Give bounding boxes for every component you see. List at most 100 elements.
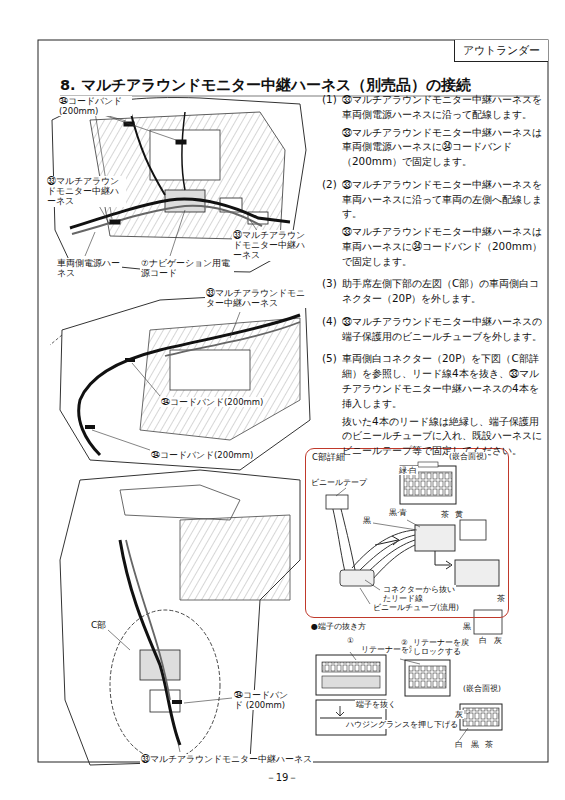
header-box: アウトランダー: [454, 40, 548, 62]
drawing-line: [400, 659, 420, 664]
drawing-path: [120, 485, 240, 520]
wire-color: 黄: [454, 510, 464, 519]
step-body: ㉝マルチアラウンドモニター中継ハーネスの端子保護用のビニールチューブを外します。: [342, 314, 544, 347]
step-text: 抜いた4本のリード線は絶縁し、端子保護用のビニールチューブに入れ、既設ハーネスに…: [342, 414, 544, 458]
step-row: (1)㉝マルチアラウンドモニター中継ハーネスを車両側電源ハーネスに沿って配線しま…: [322, 92, 544, 172]
drawing-rect: [322, 676, 380, 688]
step-number: (1): [322, 92, 342, 172]
drawing-g: [336, 468, 420, 604]
drawing-rect: [474, 610, 502, 634]
drawing-line: [108, 630, 130, 650]
step-text: ㉝マルチアラウンドモニター中継ハーネスを車両ハーネスに沿って車両の左側へ配線しま…: [342, 177, 544, 221]
drawing-g: [85, 358, 135, 429]
drawing-g: [108, 630, 232, 752]
page-title: 8. マルチアラウンドモニター中継ハーネス（別売品）の接続: [60, 76, 471, 95]
callout-number: ②: [400, 638, 409, 647]
drawing-path: [332, 505, 345, 572]
part-label: ビニールチューブ(流用): [372, 603, 460, 612]
drawing-path: [435, 551, 450, 565]
drawing-path: [372, 545, 415, 580]
step-note: リテーナーを戻しロックする: [412, 638, 472, 656]
drawing-path: [336, 706, 344, 716]
drawing-rect: [326, 495, 348, 509]
drawing-rect: [150, 130, 220, 180]
part-label: ⑦ナビゲーション用電源コード: [140, 258, 234, 278]
drawing-line: [178, 743, 180, 752]
step-number: (3): [322, 276, 342, 309]
part-label: ㉝マルチアラウンドモニター中継ハーネス: [46, 176, 126, 207]
wire-color: 黒: [362, 516, 372, 525]
drawing-g: [92, 312, 240, 450]
wire-color: 黒·青: [388, 508, 408, 517]
drawing-line: [350, 652, 356, 660]
region-label: C部: [90, 620, 107, 631]
part-label: ビニールテープ: [310, 478, 368, 487]
drawing-rect: [125, 358, 135, 362]
drawing-rect: [316, 655, 386, 695]
step-text: 助手席左側下部の左図（C部）の車両側白コネクター（20P）を外します。: [342, 276, 544, 306]
wire-color: 黒: [462, 622, 472, 631]
instruction-column: (1)㉝マルチアラウンドモニター中継ハーネスを車両側電源ハーネスに沿って配線しま…: [322, 92, 544, 466]
drawing-rect: [38, 40, 548, 762]
step-note: 端子を抜く: [355, 700, 397, 709]
drawing-rect: [460, 704, 502, 730]
step-body: ㉝マルチアラウンドモニター中継ハーネスを車両側電源ハーネスに沿って配線します。㉝…: [342, 92, 544, 172]
drawing-rect: [455, 560, 499, 586]
step-number: (5): [322, 351, 342, 460]
drawing-line: [407, 520, 420, 527]
drawing-path: [180, 515, 290, 600]
drawing-line: [360, 588, 370, 604]
drawing-g: [332, 505, 415, 580]
drawing-path: [60, 292, 310, 470]
drawing-path: [320, 717, 382, 718]
wire-color: 黒: [470, 740, 480, 749]
part-label: コネクターから抜いたリード線: [382, 585, 456, 603]
drawing-path: [446, 561, 452, 569]
step-body: ㉝マルチアラウンドモニター中継ハーネスを車両ハーネスに沿って車両の左側へ配線しま…: [342, 177, 544, 272]
drawing-rect: [405, 660, 450, 696]
step-row: (4)㉝マルチアラウンドモニター中継ハーネスの端子保護用のビニールチューブを外し…: [322, 314, 544, 347]
step-text: ㉝マルチアラウンドモニター中継ハーネスの端子保護用のビニールチューブを外します。: [342, 314, 544, 344]
drawing-line: [50, 335, 62, 345]
drawing-line: [85, 232, 95, 256]
part-label: ㉞コードバンド (200mm): [233, 690, 297, 710]
drawing-rect: [322, 662, 380, 672]
wire-color: 灰: [493, 636, 503, 645]
step-note: ハウジングランスを押し下げる: [345, 720, 459, 729]
drawing-rect: [110, 220, 120, 224]
drawing-rect: [176, 140, 186, 144]
drawing-path: [130, 110, 165, 195]
drawing-rect: [463, 708, 499, 726]
wire-color: 灰: [454, 710, 464, 719]
drawing-path: [182, 112, 185, 190]
callout-number: ①: [346, 636, 355, 645]
step-number: (4): [322, 314, 342, 347]
step-text: ㉝マルチアラウンドモニター中継ハーネスは車両側電源ハーネスに㉞コードバンド（20…: [342, 125, 544, 169]
part-label: 車両側電源ハーネス: [56, 258, 122, 278]
drawing-rect: [418, 462, 438, 467]
page-number: －19－: [265, 772, 300, 784]
drawing-path: [79, 315, 300, 455]
step-row: (3)助手席左側下部の左図（C部）の車両側白コネクター（20P）を外します。: [322, 276, 544, 309]
step-text: 車両側白コネクター（20P）を下図（C部詳細）を参照し、リード線4本を抜き、㉝マ…: [342, 351, 544, 410]
drawing-path: [126, 540, 170, 700]
drawing-rect: [460, 520, 486, 540]
step-body: 助手席左側下部の左図（C部）の車両側白コネクター（20P）を外します。: [342, 276, 544, 309]
drawing-rect: [172, 700, 182, 704]
step-text: ㉝マルチアラウンドモニター中継ハーネスを車両側電源ハーネスに沿って配線します。: [342, 92, 544, 122]
drawing-line: [92, 430, 150, 450]
drawing-g: [110, 122, 186, 224]
drawing-path: [120, 540, 180, 745]
box-text: アウトランダー: [463, 43, 540, 58]
part-label: ㉞コードバンド(200mm): [150, 450, 254, 460]
drawing-rect: [85, 425, 95, 429]
part-label: ㉝マルチアラウンドモニター中継ハーネス: [232, 230, 314, 261]
part-label: ㉞コードバンド(200mm): [160, 397, 264, 407]
part-label: ㉝マルチアラウンドモニター中継ハーネス: [205, 288, 307, 308]
view-note: (嵌合面視): [448, 452, 488, 461]
wire-color: 茶: [440, 510, 450, 519]
drawing-line: [230, 312, 240, 338]
part-label: ㉞コードバンド (200mm): [58, 96, 132, 116]
drawing-path: [60, 470, 300, 765]
step-row: (2)㉝マルチアラウンドモニター中継ハーネスを車両ハーネスに沿って車両の左側へ配…: [322, 177, 544, 272]
